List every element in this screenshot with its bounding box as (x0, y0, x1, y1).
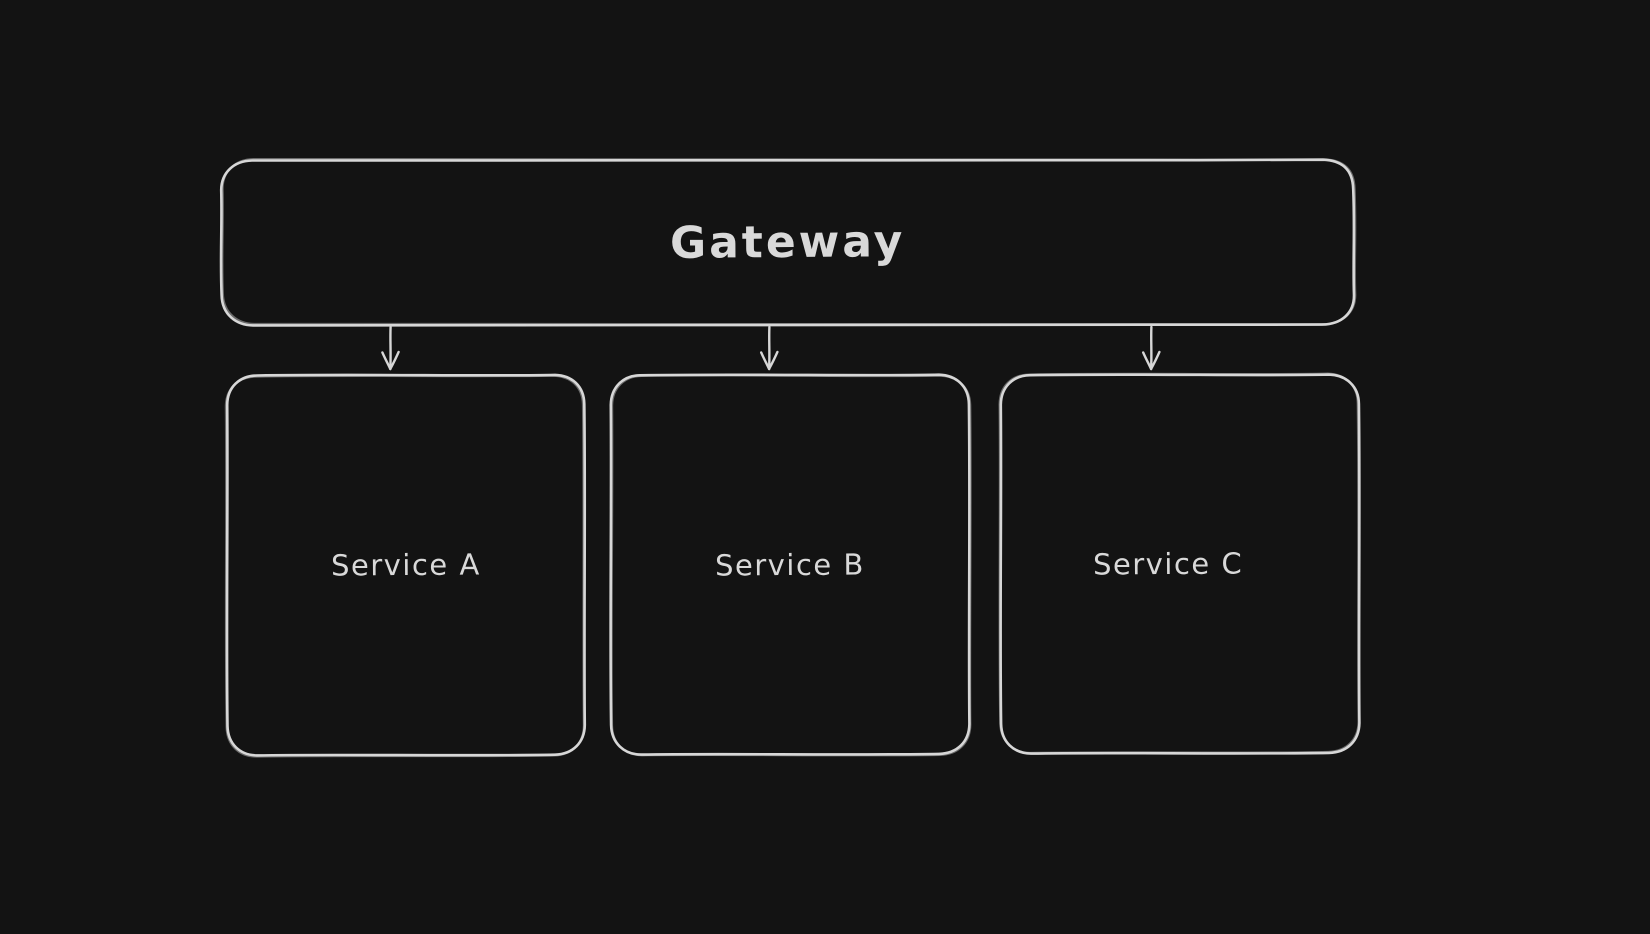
service-a-box-stroke-echo (224, 374, 585, 758)
node-gateway[interactable]: Gateway (220, 160, 1355, 325)
service-a-box-stroke (225, 373, 587, 757)
service-b-box-stroke-echo (610, 374, 972, 757)
service-b-box-outline (609, 373, 972, 757)
arrow-gateway-to-service-b[interactable] (760, 325, 779, 371)
gateway-box-stroke (219, 158, 1356, 327)
node-service-b-label: Service B (714, 546, 866, 583)
gateway-box-outline (219, 157, 1357, 327)
node-service-a-label: Service A (331, 547, 481, 583)
service-c-box-stroke (999, 373, 1361, 755)
service-a-box-outline (224, 373, 587, 758)
service-c-box-stroke-echo (998, 372, 1360, 754)
arrow-b-head (760, 350, 779, 371)
arrow-c-head (1142, 350, 1161, 371)
node-gateway-label: Gateway (669, 216, 906, 269)
node-service-b[interactable]: Service B (610, 375, 970, 754)
arrow-gateway-to-service-a[interactable] (381, 325, 400, 371)
arrow-a-head (381, 350, 400, 371)
arrow-gateway-to-service-c[interactable] (1142, 325, 1161, 371)
node-service-c[interactable]: Service C (1000, 375, 1360, 753)
node-service-c-label: Service C (1092, 546, 1244, 582)
service-c-box-outline (998, 372, 1361, 755)
node-service-a[interactable]: Service A (227, 375, 585, 755)
gateway-box-stroke-echo (221, 157, 1357, 326)
service-b-box-stroke (609, 373, 971, 756)
